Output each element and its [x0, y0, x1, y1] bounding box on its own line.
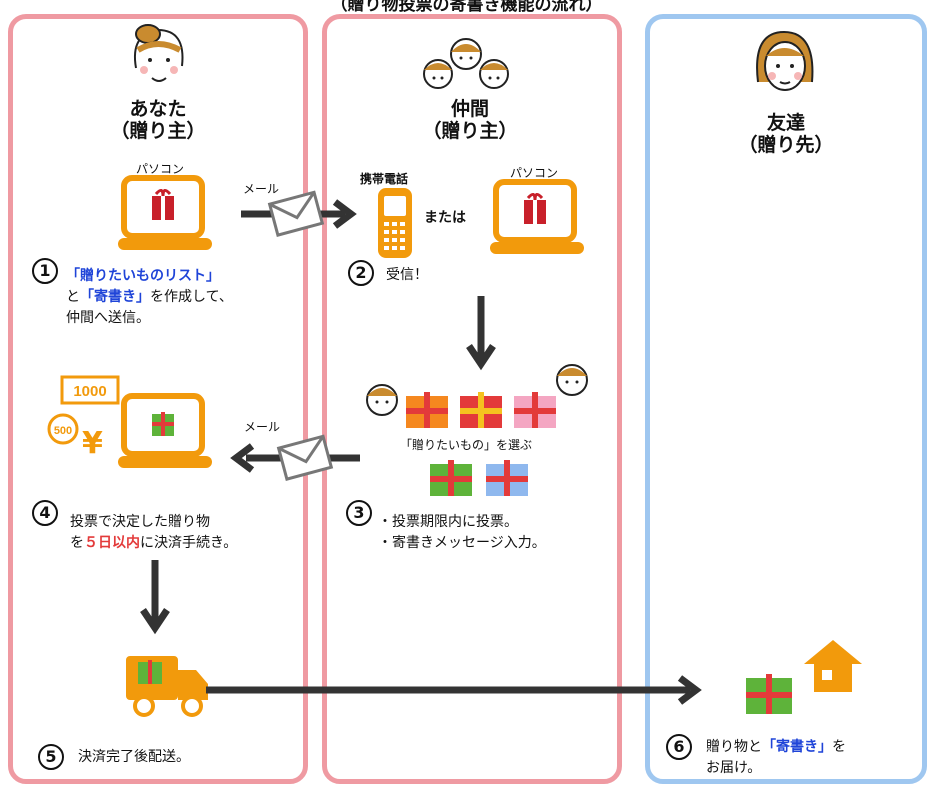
gift-red-icon — [460, 392, 502, 428]
choose-label: 「贈りたいもの」を選ぶ — [400, 438, 533, 452]
step6-l1a: 贈り物と — [706, 739, 762, 755]
step3-text: ・投票期限内に投票。 ・寄書きメッセージ入力。 — [378, 512, 618, 554]
step5-text: 決済完了後配送。 — [78, 749, 190, 765]
laptop-gift-icon-2 — [118, 393, 212, 468]
gift-blue-icon — [486, 460, 528, 496]
arrow-down-1 — [466, 296, 496, 371]
you-name: あなた — [129, 98, 187, 120]
diagram-title: （贈り物投票の寄書き機能の流れ） — [330, 0, 603, 15]
arrow-down-2 — [140, 560, 170, 635]
companions-role: （贈り主） — [422, 120, 518, 142]
step4-l2b: に決済手続き。 — [140, 535, 238, 551]
step3-number: 3 — [346, 500, 372, 526]
friend-role: （贈り先） — [738, 134, 834, 156]
you-face-icon — [134, 24, 184, 82]
phone-label: 携帯電話 — [360, 172, 409, 186]
step1-number: 1 — [32, 258, 58, 284]
step2-number: 2 — [348, 260, 374, 286]
step1-quote2: 「寄書き」 — [80, 289, 150, 305]
step4-number: 4 — [32, 500, 58, 526]
step1-l3: 仲間へ送信。 — [66, 310, 150, 326]
mobile-phone-icon — [378, 188, 412, 258]
companions-faces-icon — [423, 38, 509, 89]
panel-friend — [645, 14, 927, 784]
step1-text: 「贈りたいものリスト」 と「寄書き」を作成して、 仲間へ送信。 — [66, 266, 296, 329]
step3-l2: ・寄書きメッセージ入力。 — [378, 535, 546, 551]
laptop-gift-icon-3 — [490, 179, 584, 254]
step6-l2: お届け。 — [706, 760, 762, 776]
step4-text: 投票で決定した贈り物 を５日以内に決済手続き。 — [70, 512, 300, 554]
coin-value: 500 — [54, 425, 72, 437]
gift-pink-icon — [514, 392, 556, 428]
bill-icon: 1000 — [60, 375, 120, 405]
step4-deadline: ５日以内 — [84, 535, 140, 551]
pc2-label: パソコン — [510, 166, 559, 180]
yen-icon: ¥ — [82, 426, 103, 461]
or-label: または — [424, 210, 466, 226]
mail-arrow-left — [230, 434, 360, 481]
step1-l2a: と — [66, 289, 80, 305]
bill-value: 1000 — [73, 383, 106, 400]
you-role: （贈り主） — [110, 120, 206, 142]
panel-you — [8, 14, 308, 784]
laptop-gift-icon — [118, 175, 212, 250]
delivery-arrow — [206, 675, 702, 705]
mail-arrow-right — [241, 190, 357, 237]
step1-quote1: 「贈りたいものリスト」 — [66, 268, 220, 284]
step3-l1: ・投票期限内に投票。 — [378, 514, 518, 530]
friend-name: 友達 — [766, 112, 805, 134]
house-icon — [804, 640, 862, 692]
you-label: あなた （贈り主） — [108, 98, 208, 142]
step1-l2b: を作成して、 — [150, 289, 233, 305]
step4-l2a: を — [70, 535, 84, 551]
mail2-label: メール — [244, 420, 281, 434]
friend-label: 友達 （贈り先） — [736, 112, 836, 156]
gift-orange-icon — [406, 392, 448, 428]
delivery-truck-icon — [126, 656, 208, 717]
step2-text: 受信！ — [386, 267, 428, 283]
friend-face-icon — [756, 30, 814, 91]
gift-delivered-icon — [746, 674, 792, 714]
step4-l1: 投票で決定した贈り物 — [70, 514, 210, 530]
panel-companions — [322, 14, 622, 784]
companions-label: 仲間 （贈り主） — [420, 98, 520, 142]
small-face-icon-right — [556, 364, 588, 396]
step6-text: 贈り物と「寄書き」を お届け。 — [706, 737, 926, 779]
small-face-icon-left — [366, 384, 398, 416]
step6-number: 6 — [666, 734, 692, 760]
step6-quote: 「寄書き」 — [762, 739, 832, 755]
mail1-label: メール — [243, 182, 280, 196]
step5-number: 5 — [38, 744, 64, 770]
gift-green-icon — [430, 460, 472, 496]
companions-name: 仲間 — [450, 98, 489, 120]
pc1-label: パソコン — [136, 162, 185, 176]
step6-l1b: を — [832, 739, 846, 755]
coin-icon: 500 — [47, 413, 79, 445]
